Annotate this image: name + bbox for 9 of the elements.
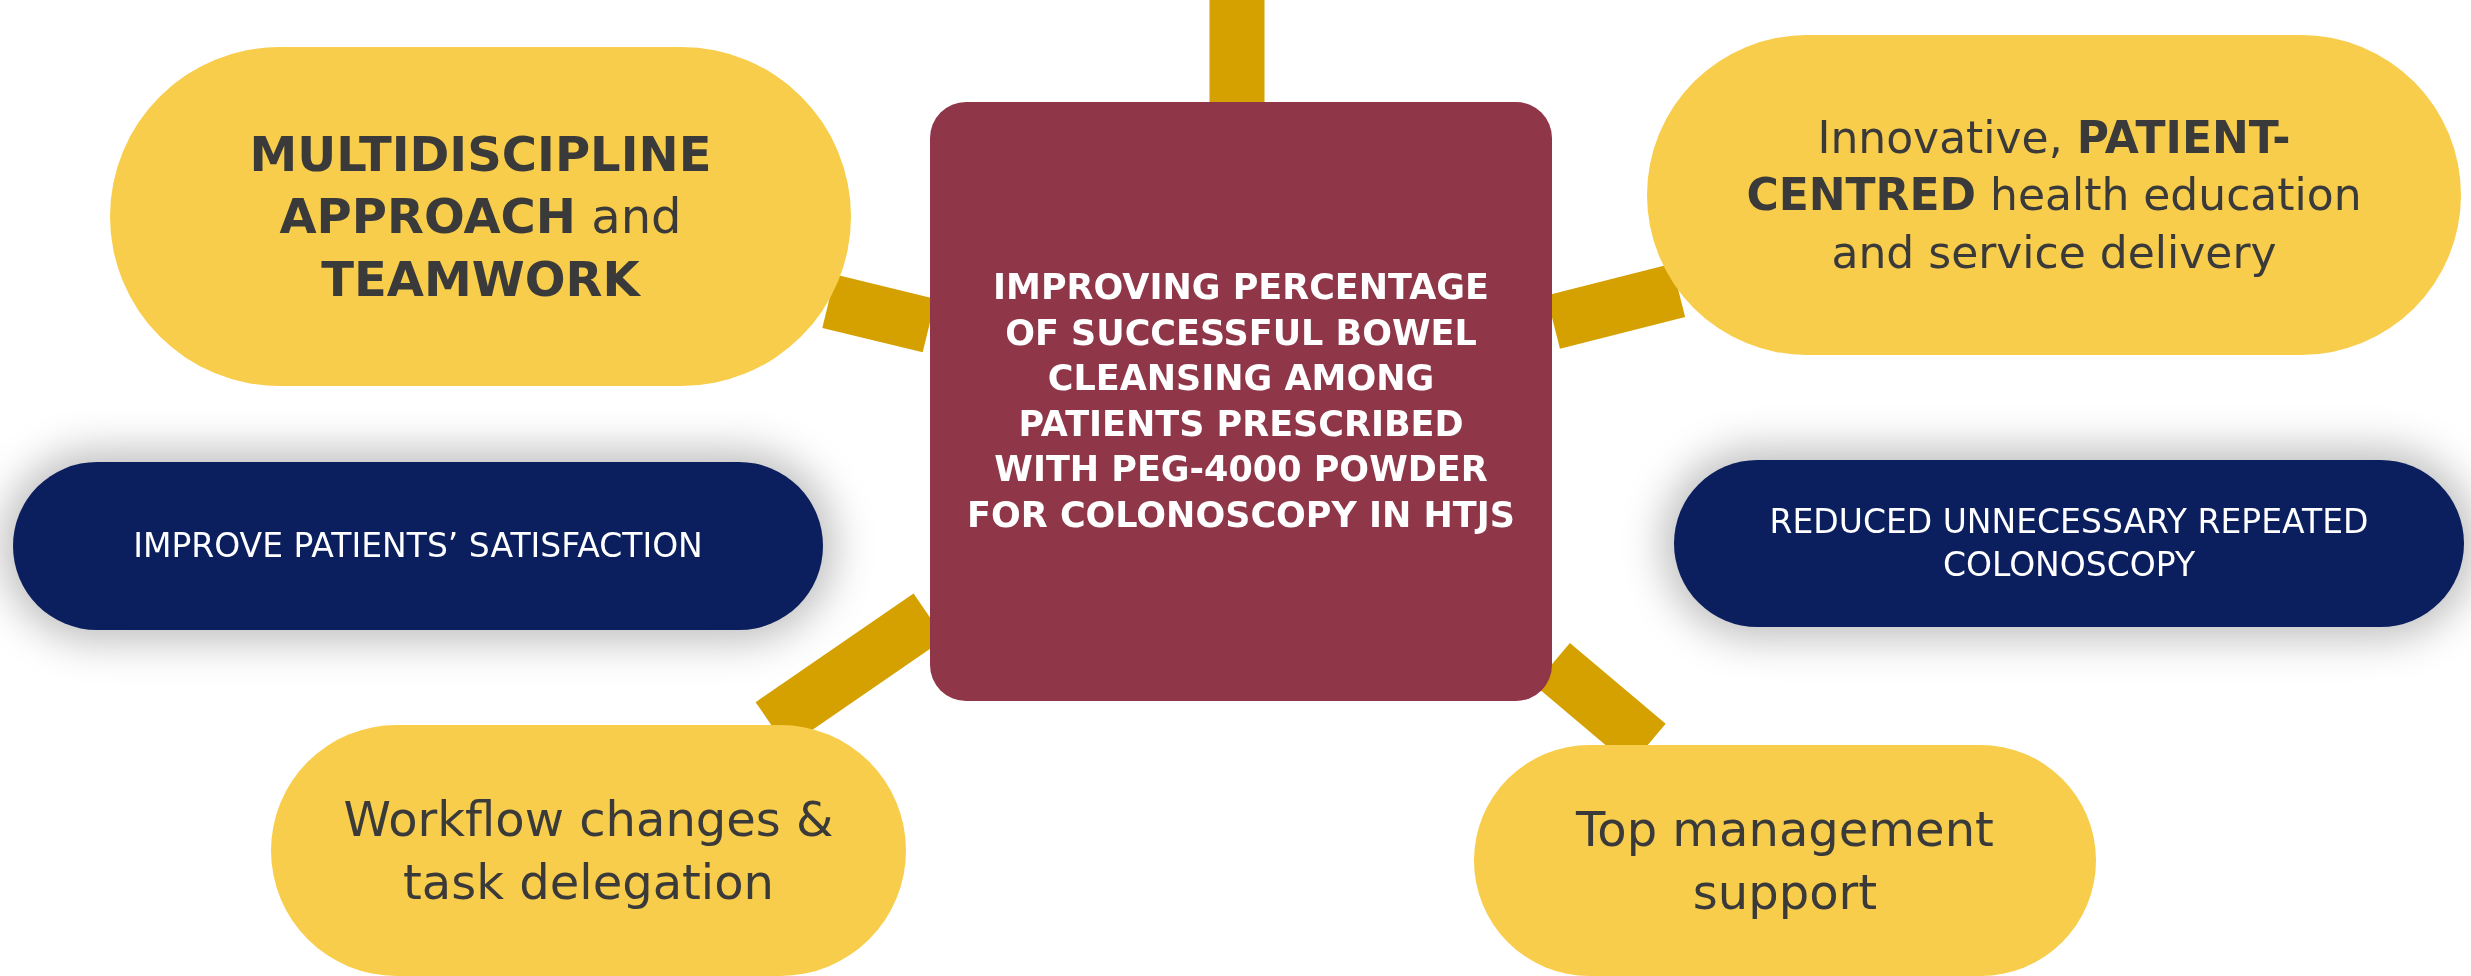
node-text: IMPROVE PATIENTS’ SATISFACTION (133, 524, 703, 567)
center-box (930, 102, 1552, 701)
node-text: Workflow changes & task delegation (342, 790, 835, 912)
node-text: REDUCED UNNECESSARY REPEATED COLONOSCOPY (1768, 500, 2370, 586)
connector-bar (1209, 0, 1265, 102)
node-text: Innovative, PATIENT-CENTRED health education and service delivery (1745, 111, 2363, 280)
node-text: Top management support (1575, 800, 1995, 922)
node-text: MULTIDISCIPLINE APPROACH and TEAMWORK (248, 124, 713, 309)
node-text: IMPROVING PERCENTAGE OF SUCCESSFUL BOWEL CLEANSING AMONG PATIENTS PRESCRIBED WITH PEG-4000 POWDER FOR COLONOSCOPY IN HTJS (966, 266, 1516, 537)
